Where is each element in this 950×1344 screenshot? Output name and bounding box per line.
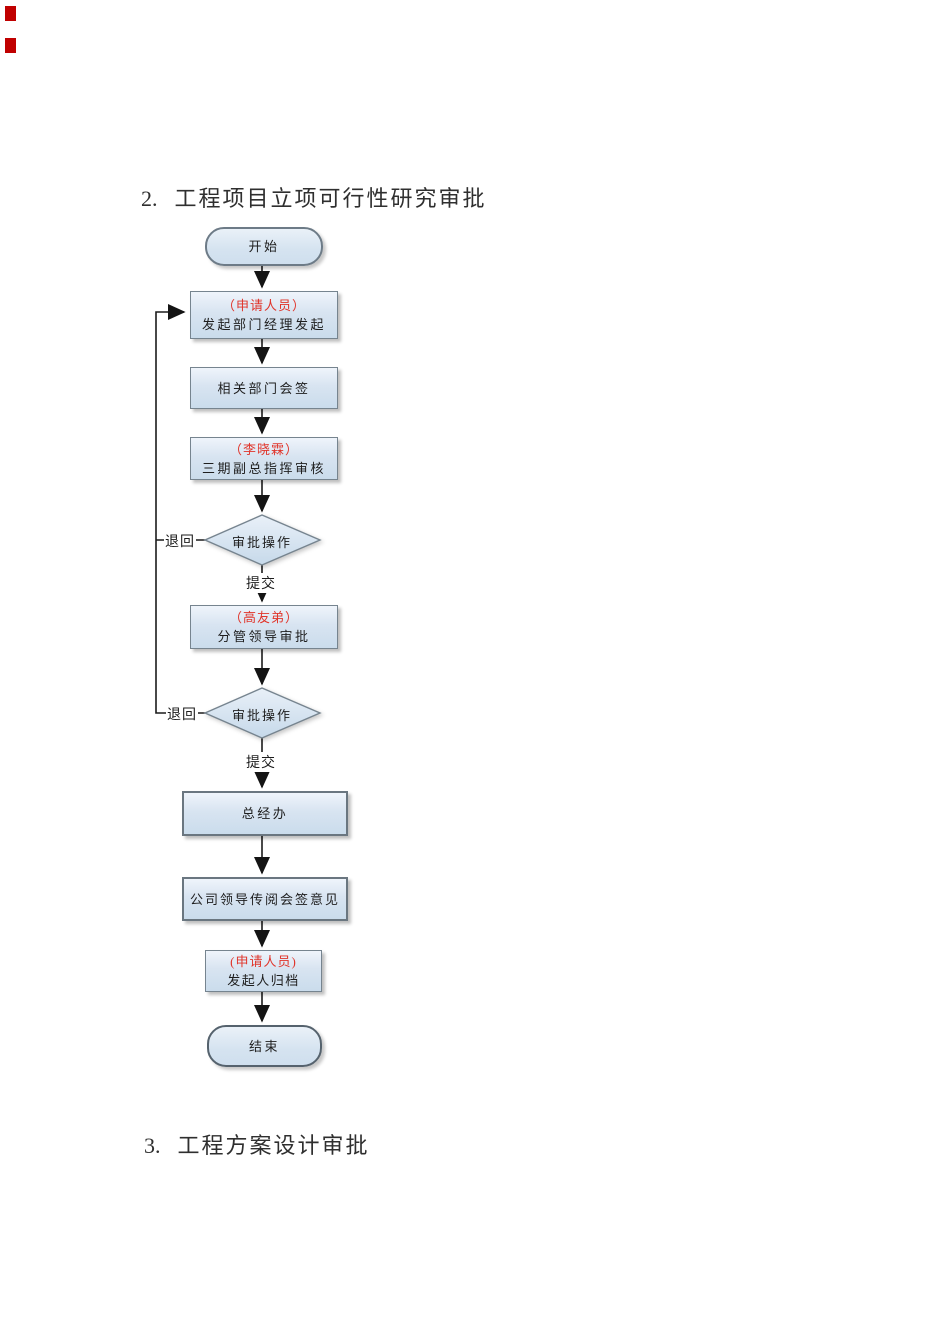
leader-approve-node: （高友弟） 分管领导审批 [190,605,338,649]
decision2-label: 审批操作 [231,708,292,723]
gm-office-node: 总经办 [182,791,348,836]
decision1-diamond [203,514,322,566]
archive-label: 发起人归档 [227,973,300,988]
gm-office-label: 总经办 [241,806,289,821]
red-annotation-mark [5,6,16,21]
reject1-edge-label: 退回 [164,531,196,551]
section-number: 2. [141,186,158,211]
red-annotation-mark [5,38,16,53]
reject2-edge-label: 退回 [166,704,198,724]
end-label: 结束 [248,1038,280,1054]
start-node: 开始 [205,227,323,266]
initiate-label: 发起部门经理发起 [201,317,326,332]
leader-label: 分管领导审批 [217,629,311,644]
start-label: 开始 [248,239,280,254]
submit1-edge-label: 提交 [245,573,277,593]
circulate-label: 公司领导传阅会签意见 [189,891,340,907]
section-number: 3. [144,1133,161,1158]
archive-role: (申请人员) [230,954,297,969]
countersign-node: 相关部门会签 [190,367,338,409]
section-heading-2: 2. 工程项目立项可行性研究审批 [141,181,487,213]
initiate-role: （申请人员） [221,298,306,313]
section-heading-3: 3. 工程方案设计审批 [144,1128,370,1160]
review-role: （李晓霖） [228,441,299,457]
initiate-node: （申请人员） 发起部门经理发起 [190,291,338,339]
review-node: （李晓霖） 三期副总指挥审核 [190,437,338,480]
countersign-label: 相关部门会签 [217,380,311,396]
section-title: 工程方案设计审批 [177,1133,370,1158]
archive-node: (申请人员) 发起人归档 [205,950,322,992]
section-title: 工程项目立项可行性研究审批 [174,186,487,211]
submit2-edge-label: 提交 [245,752,277,772]
decision1-label: 审批操作 [231,535,292,550]
circulate-node: 公司领导传阅会签意见 [182,877,348,921]
review-label: 三期副总指挥审核 [201,460,326,476]
end-node: 结束 [207,1025,322,1067]
leader-role: （高友弟） [228,610,299,625]
decision2-diamond [203,687,322,739]
